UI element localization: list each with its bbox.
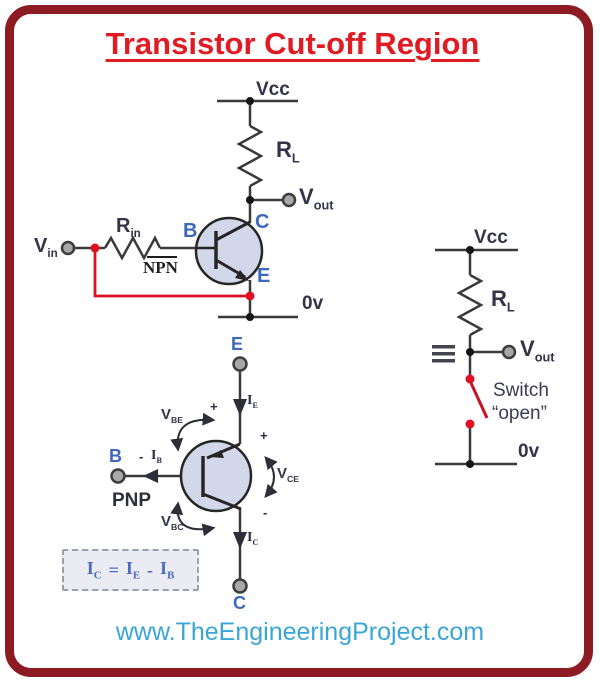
vbe-arc <box>170 412 216 452</box>
switch-junction-dots <box>466 246 474 468</box>
switch-circuit-wires <box>435 248 518 466</box>
eq-ic-main: I <box>86 558 94 579</box>
equivalence-icon <box>432 345 455 363</box>
npn-emitter-arrow <box>235 270 249 281</box>
ic-sub: C <box>252 537 259 547</box>
vout2-label: Vout <box>520 338 555 364</box>
ie-arrow <box>233 399 247 416</box>
npn-type-label: NPN <box>143 258 178 277</box>
vce-arc <box>264 456 278 498</box>
current-equation-box: IC = IE - IB <box>62 549 199 591</box>
vbe-main: V <box>161 406 172 423</box>
plus-top-sign: + <box>210 399 218 414</box>
ic-label: IC <box>247 531 258 547</box>
base-label: B <box>183 220 198 242</box>
red-feedback-wire <box>90 243 255 301</box>
pnp-emitter-label: E <box>231 334 244 354</box>
pnp-collector-label: C <box>233 593 246 613</box>
npn-terminals <box>60 192 297 256</box>
ic-main: I <box>247 530 253 545</box>
rin-sub: in <box>130 227 141 240</box>
rl-sub: L <box>291 150 300 166</box>
eq-ib-main: I <box>160 558 168 579</box>
eq-ie-main: I <box>125 558 133 579</box>
vout2-main: V <box>520 336 535 361</box>
vcc-label: Vcc <box>256 79 290 100</box>
pnp-current-arrows <box>143 399 247 549</box>
vbc-sub: BC <box>171 522 184 532</box>
emitter-terminal <box>232 356 248 372</box>
npn-overline <box>147 256 177 258</box>
resistor-rl <box>236 124 264 188</box>
vbc-label: VBC <box>161 514 184 532</box>
vin-main: V <box>34 235 48 257</box>
pnp-voltage-arcs <box>170 412 278 537</box>
rl2-sub: L <box>506 299 515 315</box>
vout2-terminal <box>501 344 517 360</box>
ic-arrow <box>233 532 247 549</box>
vbc-main: V <box>161 513 172 530</box>
collector-label: C <box>255 211 270 233</box>
resistor-rl2 <box>456 273 484 337</box>
eq-ib-sub: B <box>167 569 175 582</box>
minus-ib-sign: - <box>139 449 144 464</box>
ib-sub: B <box>156 455 162 465</box>
ib-label: IB <box>151 449 162 465</box>
open-switch <box>465 374 489 429</box>
ie-main: I <box>247 393 253 408</box>
plus-right-sign: + <box>260 428 268 443</box>
eq-ie: IE <box>126 558 140 582</box>
switch-label: Switch <box>493 380 549 401</box>
pnp-terminals <box>110 356 248 594</box>
eq-ib: IB <box>160 558 174 582</box>
vout-terminal <box>281 192 297 208</box>
ib-main: I <box>151 448 157 463</box>
website-link[interactable]: www.TheEngineeringProject.com <box>115 618 485 646</box>
minus-right-sign: - <box>263 505 268 520</box>
rin-main: R <box>116 215 131 237</box>
pnp-transistor-symbol <box>179 439 253 513</box>
eq-equals: = <box>108 559 119 580</box>
emitter-label: E <box>257 265 271 287</box>
ie-sub: E <box>252 400 258 410</box>
eq-ie-sub: E <box>132 569 141 582</box>
rl-label: RL <box>276 139 300 165</box>
rl2-main: R <box>491 286 507 311</box>
ie-label: IE <box>247 394 258 410</box>
resistor-rin <box>103 235 162 261</box>
vbe-label: VBE <box>161 407 183 425</box>
vout-main: V <box>299 184 314 209</box>
pnp-type-label: PNP <box>112 490 152 511</box>
eq-ic: IC <box>87 558 102 582</box>
vcc2-label: Vcc <box>474 227 508 248</box>
collector-terminal <box>232 578 248 594</box>
vce-sub: CE <box>287 474 300 484</box>
vin-label: Vin <box>34 236 58 260</box>
vce-label: VCE <box>277 466 299 484</box>
vout2-sub: out <box>534 349 555 365</box>
vin-sub: in <box>47 247 58 260</box>
npn-junction-dots <box>246 97 254 321</box>
pnp-emitter-arrow <box>209 450 224 458</box>
switch-state-label: “open” <box>492 403 547 424</box>
ground2-label: 0v <box>518 441 540 462</box>
npn-transistor-symbol <box>194 216 264 286</box>
base-terminal <box>110 468 126 484</box>
rin-label: Rin <box>116 216 141 240</box>
figure-title: Transistor Cut-off Region <box>105 26 480 61</box>
rl2-label: RL <box>491 288 515 314</box>
vbe-sub: BE <box>171 415 184 425</box>
ground-label: 0v <box>302 293 324 314</box>
pnp-base-label: B <box>109 446 122 466</box>
vce-main: V <box>277 465 288 482</box>
vout-label: Vout <box>299 186 334 212</box>
vout-sub: out <box>313 197 334 213</box>
vbc-arc <box>170 501 216 537</box>
eq-ic-sub: C <box>93 569 102 582</box>
ib-arrow <box>143 469 158 483</box>
eq-minus: - <box>147 559 154 580</box>
rl-main: R <box>276 137 292 162</box>
vin-terminal <box>60 240 76 256</box>
